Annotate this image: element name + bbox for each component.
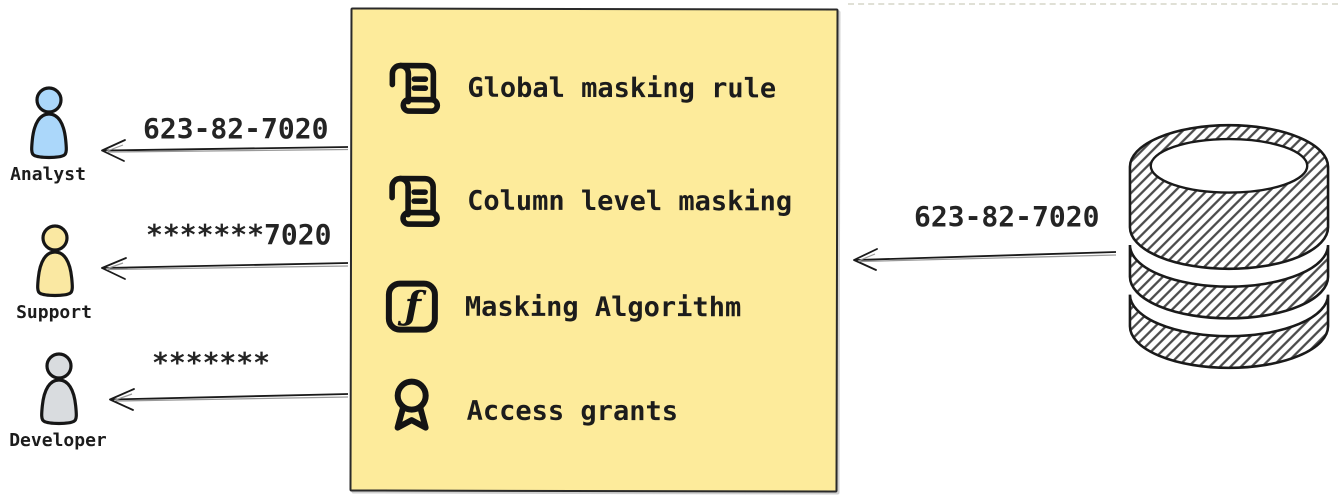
persona-analyst: Analyst (0, 84, 108, 185)
persona-label: Developer (9, 430, 107, 451)
arrow-to-developer (109, 388, 349, 411)
scroll-icon (389, 175, 440, 227)
analyst-icon (30, 86, 68, 160)
function-icon: ƒ (385, 280, 438, 333)
support-icon (36, 224, 74, 298)
developer-icon (40, 352, 78, 426)
masking-item-access-grants: Access grants (383, 376, 678, 447)
masking-item-label: Column level masking (467, 185, 793, 217)
sketch-divider-line (848, 3, 1338, 5)
flow-value-support: *******7020 (146, 218, 332, 251)
arrow-to-support (101, 257, 349, 280)
scroll-icon (389, 62, 441, 114)
arrow-to-analyst (101, 139, 349, 162)
masking-item-global-rule: Global masking rule (383, 59, 776, 118)
database-icon (1128, 123, 1330, 370)
masking-item-label: Global masking rule (467, 72, 777, 104)
flow-value-developer: ******* (152, 346, 271, 379)
masking-item-label: Access grants (466, 395, 679, 427)
persona-support: Support (0, 222, 114, 323)
flow-value-analyst: 623-82-7020 (143, 112, 329, 145)
masking-box: Global masking rule Column level masking… (349, 7, 839, 493)
award-icon (394, 378, 429, 431)
persona-developer: Developer (0, 350, 118, 451)
svg-text:ƒ: ƒ (398, 283, 427, 328)
flow-value-from-database: 623-82-7020 (914, 200, 1100, 233)
arrow-from-database (853, 248, 1117, 271)
masking-item-algorithm: ƒ Masking Algorithm (383, 279, 741, 336)
masking-item-label: Masking Algorithm (464, 291, 742, 323)
persona-label: Analyst (10, 164, 86, 185)
persona-label: Support (16, 302, 92, 323)
masking-item-column-masking: Column level masking (383, 172, 792, 231)
